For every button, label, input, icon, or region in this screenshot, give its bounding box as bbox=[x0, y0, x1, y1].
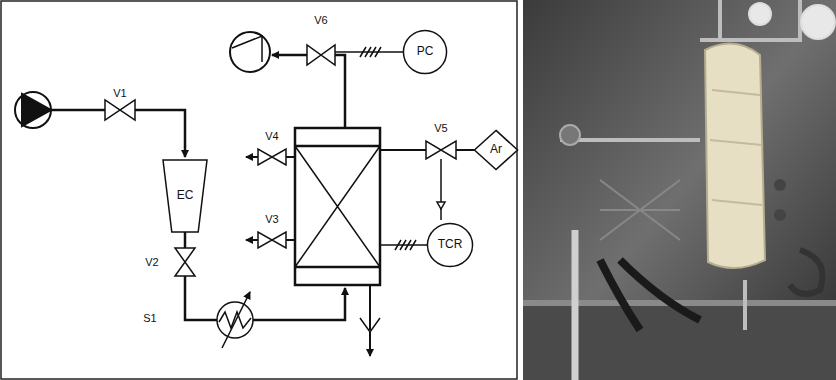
vessel-trapezoid: EC bbox=[163, 160, 207, 232]
gas-supply-diamond: Ar bbox=[474, 130, 518, 170]
part-label: V4 bbox=[265, 130, 278, 142]
part-label: V1 bbox=[113, 87, 126, 99]
controller-circle: PC bbox=[403, 30, 447, 74]
part-label: S1 bbox=[143, 312, 156, 324]
node-label: PC bbox=[417, 45, 434, 58]
part-label: V6 bbox=[314, 14, 327, 26]
part-label: V2 bbox=[145, 256, 158, 268]
node-label: Ar bbox=[490, 143, 502, 156]
part-label: V3 bbox=[265, 213, 278, 225]
node-label: TCR bbox=[438, 238, 463, 251]
part-label: V5 bbox=[434, 122, 447, 134]
node-label: EC bbox=[177, 189, 194, 202]
controller-circle: TCR bbox=[427, 223, 473, 267]
